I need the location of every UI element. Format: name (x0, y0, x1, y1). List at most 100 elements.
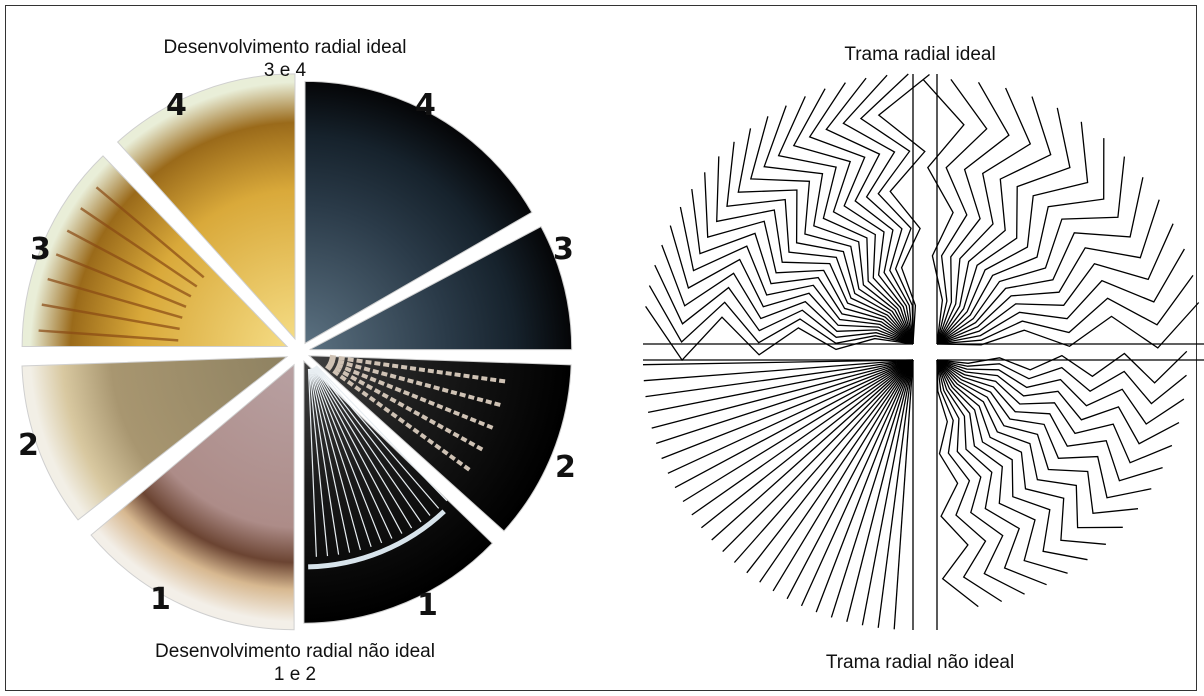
wedge-right-3 (309, 225, 573, 351)
photo-feather (326, 361, 486, 453)
label-left-2: 2 (18, 428, 39, 463)
label-right-1: 1 (417, 588, 438, 623)
photo-spike (66, 229, 192, 298)
radial-line (643, 359, 914, 382)
zigzag-line (936, 81, 1010, 345)
radial-line (786, 359, 914, 600)
left-bottom-caption: Desenvolvimento radial não ideal 1 e 2 (110, 640, 480, 686)
zigzag-line (737, 128, 914, 345)
photo-feather (327, 359, 497, 431)
wedge-right-4 (304, 80, 533, 345)
radial-line (700, 359, 914, 529)
photo-spike (41, 303, 180, 331)
zigzag-line (936, 359, 1139, 515)
label-left-3: 3 (30, 232, 51, 267)
photo-spike (80, 207, 198, 288)
zigzag-line (936, 248, 1185, 345)
radial-line (691, 359, 914, 516)
radial-line (661, 359, 914, 460)
zigzag-line (777, 96, 914, 345)
photo-streak (314, 366, 431, 516)
photo-streak (312, 367, 393, 539)
photo-streak (307, 368, 317, 557)
zigzag-line (936, 107, 1071, 345)
zigzag-line (749, 116, 914, 345)
photo-ring (308, 509, 446, 570)
photo-streak (315, 365, 448, 502)
zigzag-line (936, 359, 1068, 574)
radial-line (830, 359, 914, 618)
radial-line (759, 359, 914, 583)
radial-line (651, 359, 914, 429)
zigzag-line (936, 359, 1123, 529)
photo-streak (313, 367, 403, 534)
zigzag-line (936, 359, 1025, 595)
zigzag-line (936, 87, 1032, 345)
photo-spike (38, 329, 179, 342)
zigzag-line (654, 264, 914, 345)
radial-line (800, 359, 914, 607)
zigzag-line (669, 225, 914, 345)
radial-line (667, 359, 914, 474)
label-left-4: 4 (166, 88, 187, 123)
zigzag-line (679, 206, 914, 345)
radial-line (682, 359, 914, 503)
photo-feather (325, 364, 473, 474)
photo-streak (311, 367, 383, 544)
label-right-3: 3 (553, 232, 574, 267)
label-left-1: 1 (150, 582, 171, 617)
radial-line (772, 359, 914, 592)
label-right-4: 4 (415, 88, 436, 123)
zigzag-line (661, 244, 914, 345)
radial-line (861, 359, 914, 626)
right-top-caption: Trama radial ideal (844, 44, 996, 65)
photo-streak (314, 366, 422, 523)
zigzag-line (877, 73, 930, 345)
zigzag-line (936, 223, 1174, 345)
photo-streak (315, 365, 440, 509)
zigzag-line (936, 359, 1180, 445)
zigzag-line (808, 82, 914, 345)
zigzag-line (936, 302, 1200, 349)
zigzag-line (704, 172, 914, 345)
right-bottom-caption: Trama radial não ideal (825, 652, 1015, 673)
zigzag-line (936, 177, 1144, 345)
caption-line: Desenvolvimento radial ideal (163, 37, 407, 58)
radial-line (711, 359, 914, 541)
zigzag-line (716, 156, 914, 345)
zigzag-line (648, 285, 914, 345)
zigzag-line (936, 359, 1088, 561)
zigzag-line (936, 156, 1126, 345)
zigzag-line (936, 359, 1152, 499)
radial-line (877, 359, 914, 628)
zigzag-line (936, 275, 1194, 345)
wedge-left-1 (90, 363, 295, 631)
zigzag-line (936, 359, 1003, 603)
radial-line (674, 359, 914, 489)
radial-line (733, 359, 914, 563)
radial-line (655, 359, 914, 445)
left-top-caption: Desenvolvimento radial ideal 3 e 4 (130, 36, 440, 82)
caption-line: Desenvolvimento radial não ideal (155, 641, 435, 662)
photo-streak (308, 368, 329, 557)
photo-streak (309, 368, 351, 553)
caption-line: 3 e 4 (263, 60, 307, 81)
zigzag-line (691, 189, 914, 345)
zigzag-line (936, 359, 1187, 405)
wedge-left-4 (116, 73, 296, 341)
photo-spike (95, 186, 205, 279)
radial-line (722, 359, 914, 553)
zigzag-line (842, 74, 914, 345)
zigzag-line (936, 138, 1105, 345)
zigzag-line (936, 359, 1163, 482)
zigzag-line (936, 359, 1106, 545)
wedge-right-1 (303, 360, 494, 624)
zigzag-line (859, 73, 914, 345)
zigzag-line (936, 199, 1160, 345)
zigzag-line (726, 141, 914, 345)
photo-streak (313, 366, 413, 529)
photo-streak (310, 368, 362, 551)
photo-streak (309, 368, 340, 555)
